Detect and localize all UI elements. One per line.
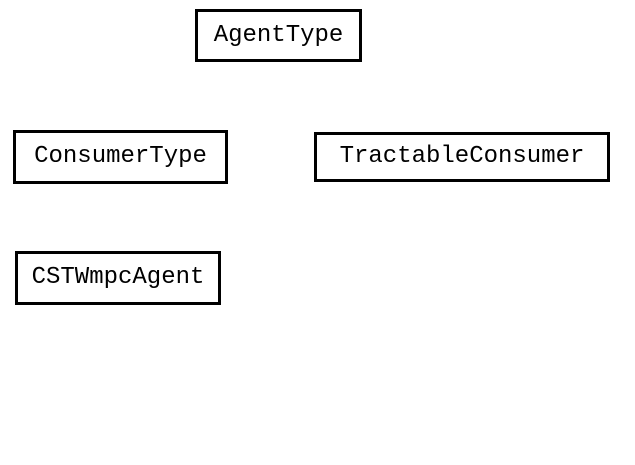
- node-cstw-mpc-agent: CSTWmpcAgent: [15, 251, 221, 305]
- node-consumer-type-label: ConsumerType: [34, 143, 207, 170]
- node-tractable-consumer-label: TractableConsumer: [339, 143, 585, 170]
- node-consumer-type: ConsumerType: [13, 130, 228, 184]
- node-agent-type: AgentType: [195, 9, 362, 62]
- node-cstw-mpc-agent-label: CSTWmpcAgent: [31, 264, 205, 291]
- node-agent-type-label: AgentType: [213, 21, 344, 49]
- node-tractable-consumer: TractableConsumer: [314, 132, 610, 182]
